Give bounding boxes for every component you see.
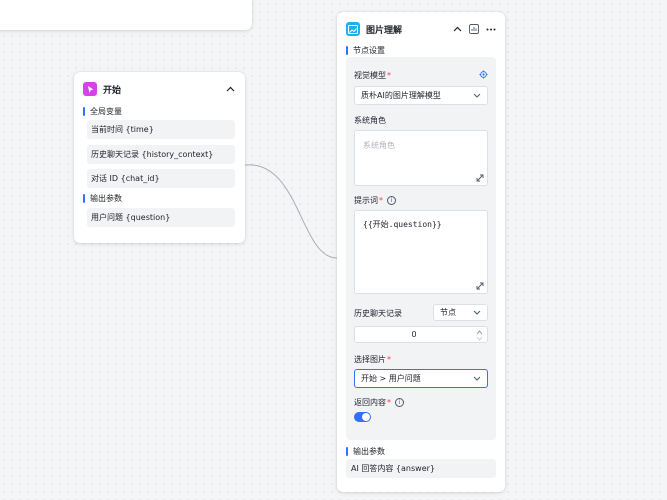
history-label: 历史聊天记录 [354,309,402,318]
global-var-time: 当前时间 {time} [87,120,235,139]
global-var-history: 历史聊天记录 {history_context} [87,145,235,164]
image-node-header: 图片理解 [346,21,496,37]
start-node-title: 开始 [103,85,122,96]
top-node-card[interactable] [0,0,252,30]
more-options-icon[interactable] [486,24,496,34]
node-settings-section-title: 节点设置 [346,45,385,56]
start-node[interactable]: 开始 全局变量 当前时间 {time} 历史聊天记录 {history_cont… [74,72,245,243]
global-vars-section-title: 全局变量 [83,106,122,117]
start-node-icon [83,82,97,96]
image-node-title: 图片理解 [366,25,403,36]
info-icon[interactable]: i [395,398,404,407]
history-count-stepper[interactable]: 0 [354,326,488,343]
prompt-textarea[interactable]: {{开始.question}} [354,210,488,294]
return-content-toggle[interactable] [354,412,371,422]
history-mode-select[interactable]: 节点 [433,304,488,321]
return-content-label: 返回内容* i [354,397,404,408]
system-role-textarea[interactable]: 系统角色 [354,130,488,186]
stepper-arrows-icon[interactable] [476,329,483,342]
select-image-label: 选择图片* [354,355,391,364]
vision-model-label: 视觉模型* [354,71,391,80]
chevron-down-icon [473,375,481,383]
model-settings-icon[interactable] [479,70,488,79]
info-icon[interactable]: i [387,196,396,205]
output-params-section-title: 输出参数 [346,446,385,457]
expand-icon[interactable] [476,282,484,290]
global-var-chat-id: 对话 ID {chat_id} [87,169,235,188]
image-icon [346,22,360,36]
system-role-label: 系统角色 [354,116,386,125]
chevron-down-icon [473,92,481,100]
expand-icon[interactable] [476,174,484,182]
select-image-select[interactable]: 开始 > 用户问题 [354,369,488,388]
start-node-header: 开始 [83,81,236,97]
output-answer: AI 回答内容 {answer} [346,459,496,478]
output-params-section-title: 输出参数 [83,193,122,204]
debug-icon[interactable] [469,24,479,34]
collapse-chevron-icon[interactable] [453,25,462,34]
chevron-down-icon [473,309,481,317]
output-question: 用户问题 {question} [87,208,235,227]
image-understanding-node[interactable]: 图片理解 节点设置 视觉模型* 质朴AI的图片理解模型 系统角色 系统角色 [337,12,505,492]
prompt-label: 提示词* i [354,195,396,206]
collapse-chevron-icon[interactable] [224,83,236,95]
vision-model-select[interactable]: 质朴AI的图片理解模型 [354,86,488,105]
